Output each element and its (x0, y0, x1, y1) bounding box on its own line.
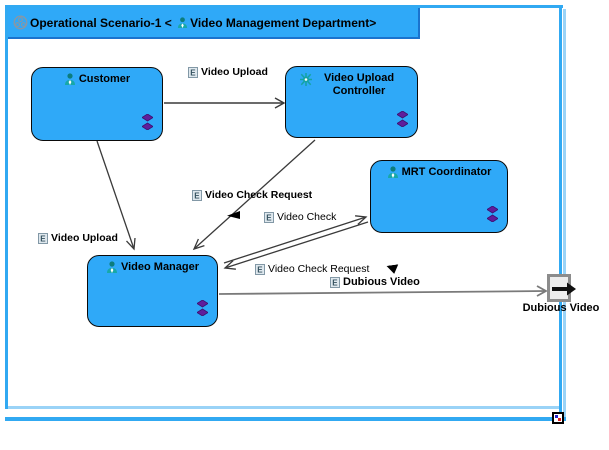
output-port[interactable] (547, 274, 571, 302)
actor-icon (64, 73, 76, 86)
svg-text:E: E (190, 68, 196, 77)
double-diamond-icon (141, 113, 154, 135)
frame-bottom-inner (8, 406, 559, 409)
diagram-title-bar[interactable]: Operational Scenario-1 < Video Managemen… (8, 8, 420, 39)
node-video-manager[interactable]: Video Manager (87, 255, 218, 327)
double-diamond-icon (196, 299, 209, 321)
frame-right (559, 5, 562, 421)
edge-video-check-double[interactable] (223, 215, 369, 270)
actor-icon (106, 261, 118, 274)
label-video-upload-top[interactable]: E Video Upload (188, 66, 268, 78)
svg-text:E: E (257, 265, 263, 274)
node-label: Video Manager (120, 261, 200, 273)
edge-label-text: Dubious Video (343, 276, 420, 288)
double-diamond-icon (396, 110, 409, 132)
frame-left (5, 5, 8, 409)
direction-triangle-left-icon (227, 211, 240, 219)
edge-label-text: Video Upload (201, 66, 268, 78)
diagram-title-prefix: Operational Scenario-1 < (30, 15, 176, 30)
frame-right-shadow (563, 9, 566, 421)
direction-triangle-down-icon (386, 264, 399, 275)
diagram-title-entity: Video Management Department> (190, 15, 377, 30)
label-video-upload-left[interactable]: E Video Upload (38, 232, 118, 244)
actor-icon (387, 166, 399, 179)
scenario-icon (13, 15, 28, 30)
frame-bottom-outer (5, 417, 566, 421)
node-label: MRT Coordinator (401, 166, 492, 178)
corner-marker[interactable] (552, 412, 564, 424)
node-mrt-coordinator[interactable]: MRT Coordinator (370, 160, 508, 233)
label-video-check-request-lower[interactable]: E Video Check Request (255, 263, 369, 275)
svg-text:E: E (332, 278, 338, 287)
frame-top (5, 5, 563, 8)
double-diamond-icon (486, 205, 499, 227)
exchange-item-icon: E (264, 211, 274, 223)
exchange-item-icon: E (330, 276, 340, 288)
node-label: Customer (78, 73, 131, 85)
svg-text:E: E (266, 213, 272, 222)
label-video-check-request-upper[interactable]: E Video Check Request (192, 189, 312, 201)
node-customer[interactable]: Customer (31, 67, 163, 141)
exchange-item-icon: E (255, 263, 265, 275)
svg-text:E: E (194, 191, 200, 200)
node-label: Video Upload Controller (323, 72, 395, 97)
label-dubious-video-edge[interactable]: E Dubious Video (330, 276, 420, 288)
port-label: Dubious Video (522, 302, 600, 314)
edge-label-text: Video Check Request (268, 263, 370, 275)
edge-label-text: Video Check Request (205, 189, 313, 201)
svg-text:E: E (40, 234, 46, 243)
exchange-item-icon: E (192, 189, 202, 201)
edge-label-text: Video Check (277, 211, 337, 223)
edge-video-upload-top[interactable] (164, 97, 286, 109)
entity-person-icon (177, 16, 188, 29)
edge-label-text: Video Upload (51, 232, 118, 244)
entity-icon (300, 73, 312, 86)
exchange-item-icon: E (38, 232, 48, 244)
label-video-check[interactable]: E Video Check (264, 211, 336, 223)
node-video-upload-controller[interactable]: Video Upload Controller (285, 66, 418, 138)
exchange-item-icon: E (188, 66, 198, 78)
